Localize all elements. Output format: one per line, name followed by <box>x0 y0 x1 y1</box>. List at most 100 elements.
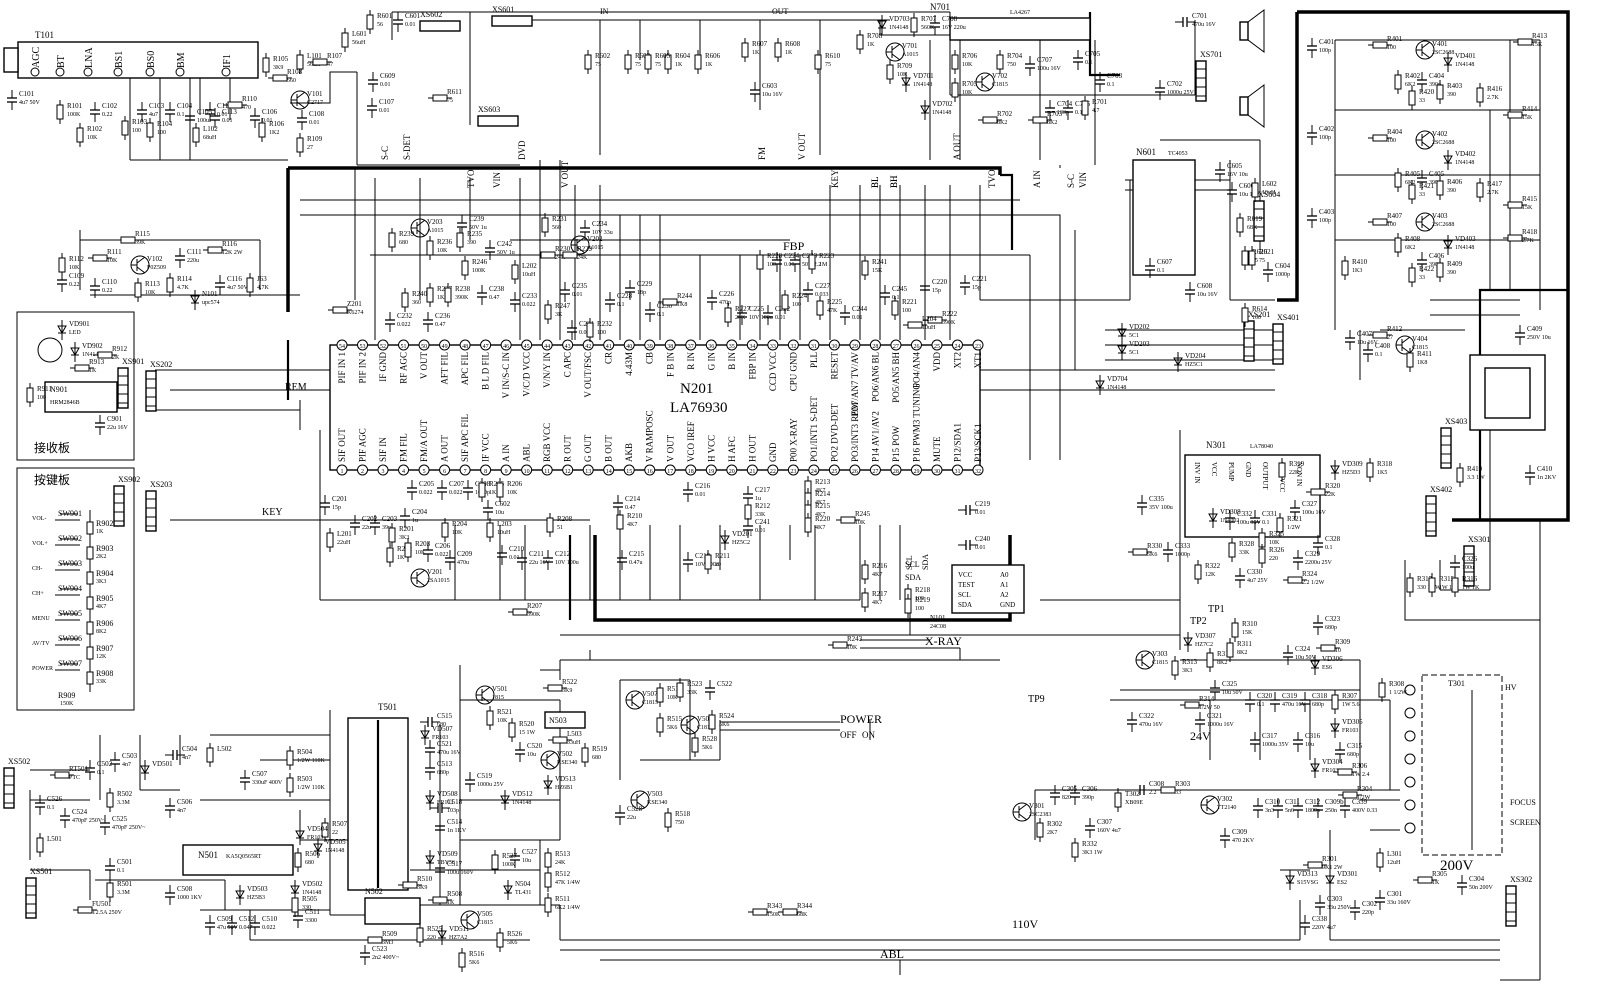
value-vd507: FR103 <box>432 735 448 741</box>
key-resistor-ref: R904 <box>96 569 113 578</box>
wires-layer <box>29 10 1570 981</box>
value-r305: 1K <box>1432 880 1440 886</box>
ref-c404: C404 <box>1429 72 1445 80</box>
connector-ref: XS202 <box>150 360 172 369</box>
connector-xs402: XS402 <box>1425 485 1452 537</box>
value-r503: 1/2W 110K <box>297 785 325 791</box>
ref-c503: C503 <box>122 752 138 760</box>
value-r414: 15K <box>1522 115 1533 121</box>
value-r230: 24K <box>555 255 566 261</box>
ref-r418: R418 <box>1522 228 1538 236</box>
n502-body <box>364 897 421 925</box>
value-c302: 220p <box>1362 910 1374 916</box>
ic-pin <box>623 464 635 476</box>
value-r245: 10K <box>855 520 866 526</box>
receiver-caption: 接收板 <box>34 440 70 455</box>
ref-vd704: VD704 <box>1107 375 1128 383</box>
ref-r232: R232 <box>597 320 613 328</box>
value-c238: 0.47 <box>489 295 500 301</box>
ref-c229: C229 <box>637 280 653 288</box>
n503-body <box>544 711 586 729</box>
switch-ic-part: TC4053 <box>1168 151 1188 157</box>
power-ic-body <box>182 844 294 876</box>
value-c227: 0.033 <box>815 292 829 298</box>
ref-r510: R510 <box>417 875 433 883</box>
ref-r607: R607 <box>752 40 768 48</box>
value-c527: 10u <box>522 858 531 864</box>
value-c204: 1u <box>412 518 418 524</box>
value-v302: TT2140 <box>1217 805 1236 811</box>
ref-c509: C509 <box>217 915 233 923</box>
eeprom-pin: SDA <box>958 601 972 609</box>
ic-pin-name: P16 PWM3 TUNING <box>911 383 921 462</box>
value-c608: 10u 16V <box>1197 292 1219 298</box>
value-r607: 1K <box>752 50 760 56</box>
value-l202: 10uH <box>522 272 536 278</box>
ref-c526: C526 <box>47 795 63 803</box>
value-vd306: ES6 <box>1322 665 1332 671</box>
value-c410: 1n 2KV <box>1537 475 1557 481</box>
value-r419: 3.3 1W <box>1467 475 1485 481</box>
value-r328: 33K <box>1239 550 1250 556</box>
ref-r305: R305 <box>1432 870 1448 878</box>
ref-c304: C304 <box>1469 875 1485 883</box>
ic-pin-number: 35 <box>729 344 735 350</box>
value-c513: 680p <box>437 770 449 776</box>
ic-pin-name: CR <box>604 352 614 364</box>
ref-v102: V102 <box>147 255 163 263</box>
ref-c236: C236 <box>435 312 451 320</box>
value-c524: 470pF 250V~ <box>72 818 106 824</box>
ic-pin-name: V OUT <box>665 434 675 462</box>
value-c507: 330uF 400V <box>252 780 283 786</box>
ref-r511: R511 <box>555 895 570 903</box>
ref-r211: R211 <box>715 552 730 560</box>
ic-pin-number: 30 <box>934 469 940 475</box>
ref-r508: R508 <box>447 890 463 898</box>
vertical-ic-pin: VCC <box>1210 462 1218 477</box>
value-c110: 0.22 <box>102 288 113 294</box>
connector-xs701: XS701 <box>1195 50 1222 102</box>
value-r115: 39K <box>135 240 146 246</box>
value-r319: 22K <box>1289 470 1300 476</box>
ic-pin-number: 11 <box>544 469 550 475</box>
value-c318: 680p <box>1312 702 1324 708</box>
ic-pin-name: CCD VCC <box>768 352 778 391</box>
ic-pin-name: H VCC <box>706 435 716 462</box>
ic-pin <box>787 339 799 351</box>
ref-c322: C322 <box>1139 712 1155 720</box>
ref-c109: C109 <box>69 272 85 280</box>
value-c701: 470u 16V <box>1192 22 1217 28</box>
ic-pin-number: 18 <box>688 469 694 475</box>
ref-c323: C323 <box>1325 615 1341 623</box>
ref-r105: R105 <box>273 55 289 63</box>
ic-pin <box>377 339 389 351</box>
value-c503: 4n7 <box>122 762 131 768</box>
